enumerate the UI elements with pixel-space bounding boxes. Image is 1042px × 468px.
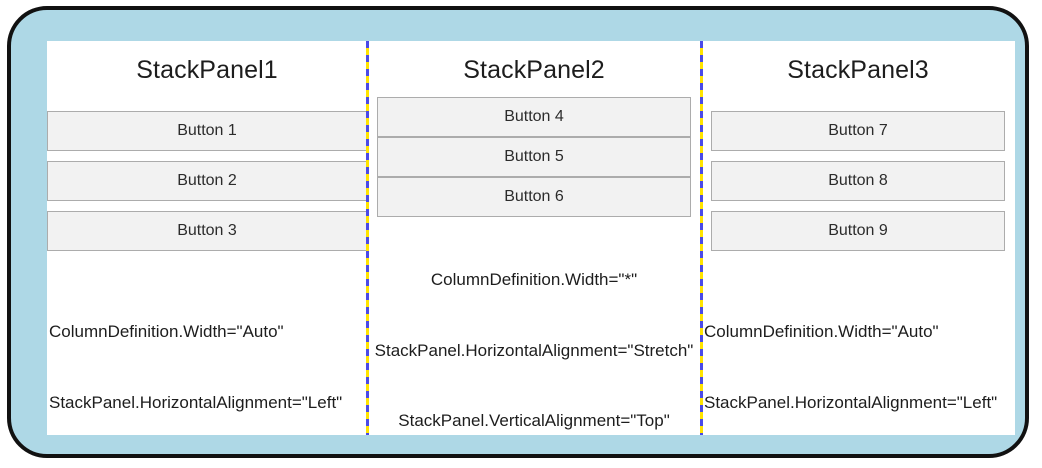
description-line: ColumnDefinition.Width="Auto" [49,322,284,341]
description-line: ColumnDefinition.Width="*" [430,270,638,289]
panel-title-3: StackPanel3 [787,56,929,84]
button-6[interactable]: Button 6 [377,177,691,217]
button-2[interactable]: Button 2 [47,161,367,201]
description-block-2: ColumnDefinition.Width="*" StackPanel.Ho… [367,221,701,435]
description-line: StackPanel.HorizontalAlignment="Left" [704,392,998,412]
button-stack-1: Button 1 Button 2 Button 3 [47,111,367,251]
button-5[interactable]: Button 5 [377,137,691,177]
diagram-frame: StackPanel1 Button 1 Button 2 Button 3 C… [7,6,1029,458]
description-line: StackPanel.HorizontalAlignment="Left" [49,392,343,412]
panel-title-1: StackPanel1 [136,56,278,84]
description-line: StackPanel.HorizontalAlignment="Stretch" [374,340,694,360]
grid-column-stackpanel2: StackPanel2 Button 4 Button 5 Button 6 C… [367,41,701,435]
button-1[interactable]: Button 1 [47,111,367,151]
button-7[interactable]: Button 7 [711,111,1005,151]
grid-surface: StackPanel1 Button 1 Button 2 Button 3 C… [47,41,1015,435]
grid-column-stackpanel3: StackPanel3 Button 7 Button 8 Button 9 C… [701,41,1015,435]
description-line: StackPanel.VerticalAlignment="Top" [398,411,670,430]
button-8[interactable]: Button 8 [711,161,1005,201]
grid-column-stackpanel1: StackPanel1 Button 1 Button 2 Button 3 C… [47,41,367,435]
grid-splitter-2[interactable] [700,41,703,435]
button-stack-2: Button 4 Button 5 Button 6 [367,97,701,217]
description-block-1: ColumnDefinition.Width="Auto" StackPanel… [47,273,367,435]
button-9[interactable]: Button 9 [711,211,1005,251]
button-4[interactable]: Button 4 [377,97,691,137]
panel-title-2: StackPanel2 [463,56,605,84]
grid-splitter-1[interactable] [366,41,369,435]
description-line: ColumnDefinition.Width="Auto" [704,322,939,341]
button-3[interactable]: Button 3 [47,211,367,251]
button-stack-3: Button 7 Button 8 Button 9 [701,111,1015,251]
description-block-3: ColumnDefinition.Width="Auto" StackPanel… [701,273,1015,435]
